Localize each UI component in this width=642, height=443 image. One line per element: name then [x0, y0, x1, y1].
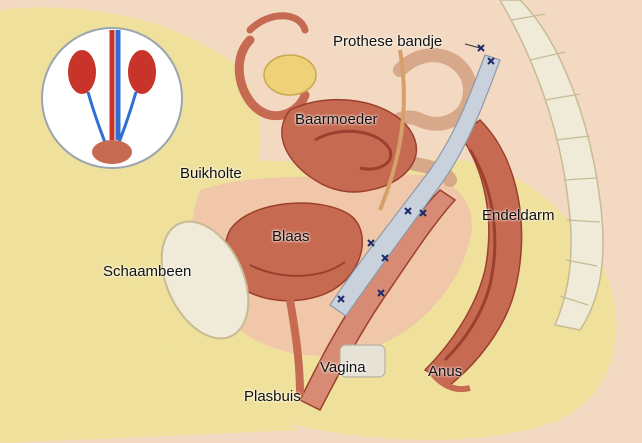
label-plasbuis: Plasbuis [244, 389, 301, 404]
label-schaambeen: Schaambeen [103, 264, 191, 279]
label-baarmoeder: Baarmoeder [295, 112, 378, 127]
label-anus: Anus [428, 364, 462, 379]
label-prothese-bandje: Prothese bandje [333, 34, 442, 49]
ovary [264, 55, 316, 95]
left-kidney [68, 50, 96, 94]
label-blaas: Blaas [272, 229, 310, 244]
right-kidney [128, 50, 156, 94]
label-endeldarm: Endeldarm [482, 208, 555, 223]
label-buikholte: Buikholte [180, 166, 242, 181]
inset-bladder [92, 140, 132, 164]
label-vagina: Vagina [320, 360, 366, 375]
urinary-system-inset [42, 28, 182, 168]
